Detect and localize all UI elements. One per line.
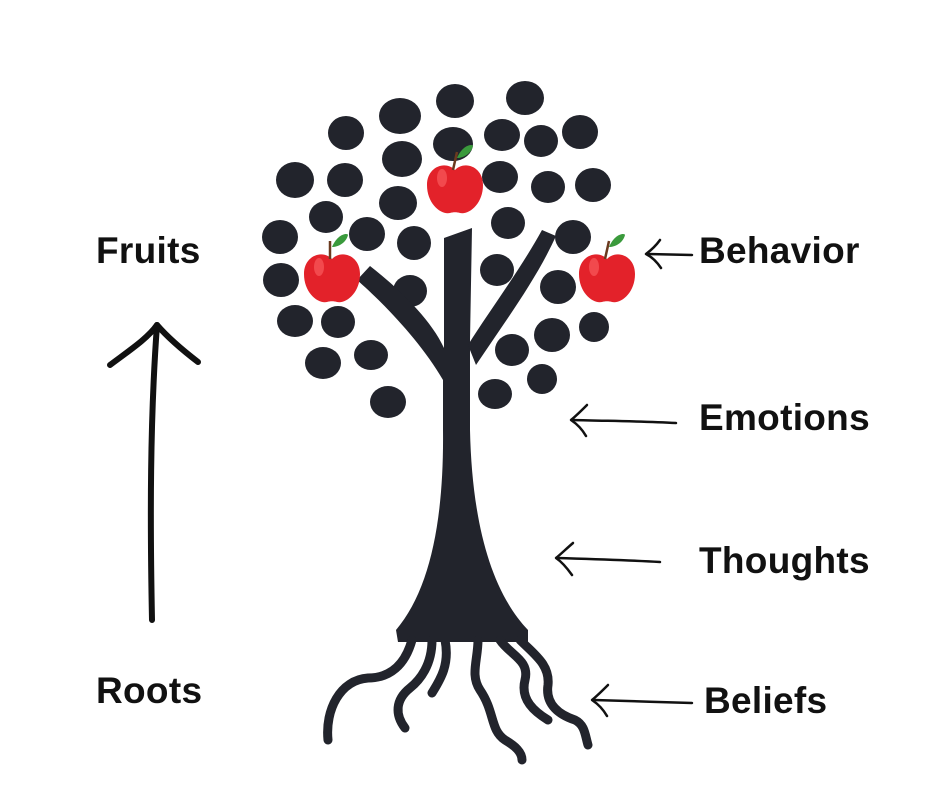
label-thoughts: Thoughts <box>699 540 870 581</box>
tree-roots <box>323 635 593 765</box>
apple-icon <box>427 145 483 214</box>
arrow-left-icon <box>554 541 662 577</box>
label-roots: Roots <box>96 670 203 711</box>
arrow-left-icon <box>644 238 694 270</box>
tree-trunk <box>357 228 556 642</box>
label-behavior: Behavior <box>699 230 860 271</box>
label-beliefs: Beliefs <box>704 680 828 721</box>
apple-icon <box>579 234 635 303</box>
arrow-left-icon <box>569 403 678 438</box>
arrow-left-icon <box>590 683 694 718</box>
label-fruits: Fruits <box>96 230 201 271</box>
apple-icon <box>304 234 360 303</box>
label-emotions: Emotions <box>699 397 870 438</box>
arrow-up-icon <box>107 322 201 623</box>
